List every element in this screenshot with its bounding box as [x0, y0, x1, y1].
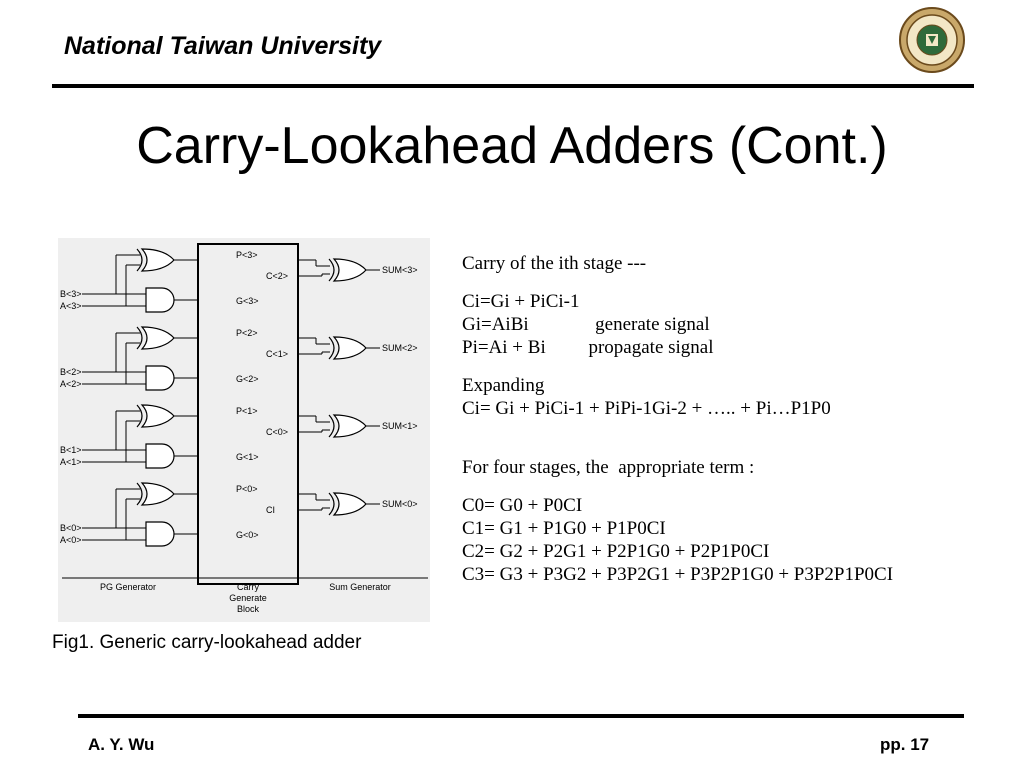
page-number: pp. 17 — [880, 735, 930, 754]
carry-label-1: C<0> — [266, 427, 288, 437]
carry-generate-block — [197, 243, 299, 585]
expanding-label: Expanding — [462, 375, 545, 396]
pg-and-gate-3 — [145, 287, 175, 313]
footer-divider — [78, 714, 964, 718]
pg-xor-gate-1-input-arc — [136, 404, 143, 428]
carry-lookahead-figure: B<3> A<3> P<3> G<3> C<2> SUM<3> B<2> A<2> P<2> G<… — [58, 238, 430, 622]
input-label-a3: A<3> — [60, 301, 82, 311]
pg-xor-gate-3 — [140, 248, 175, 272]
block-section-label: Block — [237, 604, 260, 614]
pg-and-gate-2 — [145, 365, 175, 391]
sum-label-2: SUM<2> — [382, 343, 418, 353]
pg-xor-gate-0 — [140, 482, 175, 506]
pg-and-gate-1 — [145, 443, 175, 469]
input-label-a1: A<1> — [60, 457, 82, 467]
header-divider — [52, 84, 974, 88]
carry-label-3: C<2> — [266, 271, 288, 281]
university-seal-icon — [899, 7, 965, 73]
slide-title: Carry-Lookahead Adders (Cont.) — [136, 117, 888, 175]
intro-line: Carry of the ith stage --- — [462, 253, 647, 274]
c1-equation: C1= G1 + P1G0 + P1P0CI — [462, 518, 666, 539]
carry-label-0: CI — [266, 505, 275, 515]
g-signal-label-3: G<3> — [236, 296, 259, 306]
g-signal-label-2: G<2> — [236, 374, 259, 384]
c3-equation: C3= G3 + P3G2 + P3P2G1 + P3P2P1G0 + P3P2… — [462, 564, 894, 585]
c2-equation: C2= G2 + P2G1 + P2P1G0 + P2P1P0CI — [462, 541, 770, 562]
input-label-b2: B<2> — [60, 367, 82, 377]
pg-generator-label: PG Generator — [100, 582, 156, 592]
sum-xor-gate-0 — [332, 492, 367, 516]
pg-xor-gate-0-input-arc — [136, 482, 143, 506]
institution-name: National Taiwan University — [64, 32, 382, 60]
carry-section-label: Carry — [237, 582, 259, 592]
sum-xor-gate-1 — [332, 414, 367, 438]
adder-schematic: B<3> A<3> P<3> G<3> C<2> SUM<3> B<2> A<2> P<2> G<… — [60, 243, 428, 614]
carry-label-2: C<1> — [266, 349, 288, 359]
four-stages-line: For four stages, the appropriate term : — [462, 457, 755, 478]
pg-xor-gate-3-input-arc — [136, 248, 143, 272]
pg-xor-gate-2 — [140, 326, 175, 350]
generate-equation: Gi=AiBi generate signal — [462, 314, 710, 335]
c0-equation: C0= G0 + P0CI — [462, 495, 583, 516]
sum-xor-gate-0-input-arc — [328, 492, 335, 516]
sum-xor-gate-2-input-arc — [328, 336, 335, 360]
sum-xor-gate-1-input-arc — [328, 414, 335, 438]
figure-caption: Fig1. Generic carry-lookahead adder — [52, 632, 362, 653]
p-signal-label-2: P<2> — [236, 328, 258, 338]
explanation-text: Carry of the ith stage --- Ci=Gi + PiCi-… — [462, 252, 1002, 586]
pg-xor-gate-2-input-arc — [136, 326, 143, 350]
sum-label-3: SUM<3> — [382, 265, 418, 275]
sum-generator-label: Sum Generator — [329, 582, 391, 592]
pg-xor-gate-1 — [140, 404, 175, 428]
author-name: A. Y. Wu — [88, 735, 155, 754]
input-label-a0: A<0> — [60, 535, 82, 545]
pg-and-gate-0 — [145, 521, 175, 547]
carry-equation: Ci=Gi + PiCi-1 — [462, 291, 580, 312]
input-label-b1: B<1> — [60, 445, 82, 455]
expansion-equation: Ci= Gi + PiCi-1 + PiPi-1Gi-2 + ….. + Pi…… — [462, 398, 831, 419]
input-label-a2: A<2> — [60, 379, 82, 389]
sum-label-1: SUM<1> — [382, 421, 418, 431]
g-signal-label-1: G<1> — [236, 452, 259, 462]
generate-section-label: Generate — [229, 593, 267, 603]
input-label-b0: B<0> — [60, 523, 82, 533]
p-signal-label-3: P<3> — [236, 250, 258, 260]
sum-xor-gate-2 — [332, 336, 367, 360]
sum-xor-gate-3-input-arc — [328, 258, 335, 282]
input-label-b3: B<3> — [60, 289, 82, 299]
propagate-equation: Pi=Ai + Bi propagate signal — [462, 337, 714, 358]
sum-xor-gate-3 — [332, 258, 367, 282]
p-signal-label-1: P<1> — [236, 406, 258, 416]
g-signal-label-0: G<0> — [236, 530, 259, 540]
sum-label-0: SUM<0> — [382, 499, 418, 509]
p-signal-label-0: P<0> — [236, 484, 258, 494]
